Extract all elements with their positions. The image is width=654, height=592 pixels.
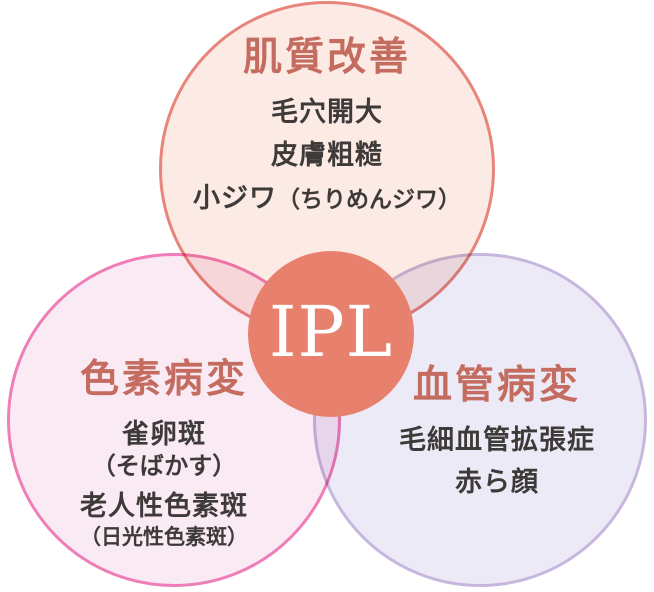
pigment-item-freckles-note: （そばかす） <box>91 450 237 480</box>
skin-quality-text-block: 肌質改善 毛穴開大 皮膚粗糙 小ジワ（ちりめんジワ） <box>167 36 487 214</box>
pigment-item-freckles: 雀卵斑 <box>122 418 206 450</box>
pigment-lesion-text-block: 色素病変 雀卵斑 （そばかす） 老人性色素斑 （日光性色素斑） <box>13 356 315 550</box>
skin-quality-item-rough-skin: 皮膚粗糙 <box>271 139 383 171</box>
fine-wrinkles-note: （ちりめんジワ） <box>277 185 461 213</box>
skin-quality-item-fine-wrinkles: 小ジワ（ちりめんジワ） <box>167 183 487 214</box>
ipl-label: IPL <box>268 291 394 373</box>
skin-quality-item-pores: 毛穴開大 <box>271 96 383 128</box>
vascular-item-red-face: 赤ら顔 <box>455 466 539 498</box>
vascular-lesion-text-block: 血管病変 毛細血管拡張症 赤ら顔 <box>347 364 647 509</box>
vascular-lesion-title: 血管病変 <box>412 362 581 408</box>
pigment-item-senile-spots: 老人性色素斑 <box>80 491 248 523</box>
fine-wrinkles-main: 小ジワ <box>193 182 277 214</box>
vascular-item-telangiectasia: 毛細血管拡張症 <box>399 424 595 456</box>
pigment-item-senile-spots-note: （日光性色素斑） <box>80 524 248 550</box>
skin-quality-title: 肌質改善 <box>242 34 411 80</box>
ipl-center-circle: IPL <box>248 251 414 417</box>
pigment-lesion-title: 色素病変 <box>79 356 248 402</box>
